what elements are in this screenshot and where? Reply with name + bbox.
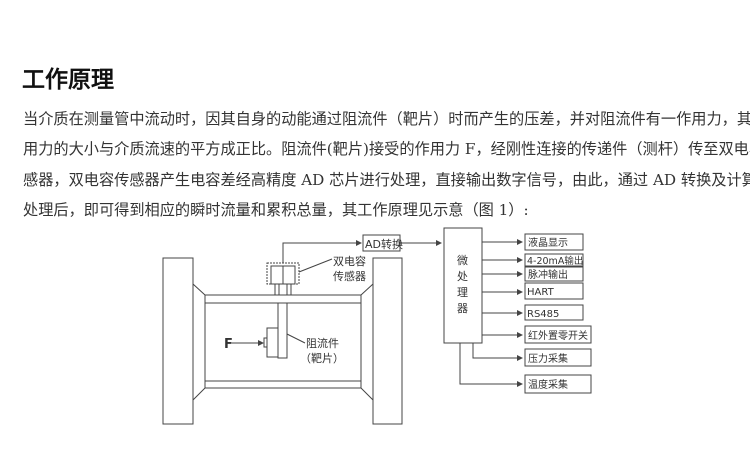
description-paragraph: 当介质在测量管中流动时，因其自身的动能通过阻流件（靶片）时而产生的压差，并对阻流… — [23, 104, 750, 226]
paragraph-line: 用力的大小与介质流速的平方成正比。阻流件(靶片)接受的作用力 F，经刚性连接的传… — [23, 140, 750, 159]
output-boxes: 液晶显示 4-20mA输出 脉冲输出 HART RS485 红外置零开关 — [482, 233, 592, 344]
processor-char: 理 — [457, 286, 468, 299]
processor-char: 微 — [457, 253, 468, 267]
output-label: HART — [527, 287, 555, 298]
input-boxes: 压力采集 温度采集 — [459, 343, 592, 394]
output-label: 脉冲输出 — [528, 268, 568, 281]
target-plate — [263, 302, 288, 359]
left-flange — [162, 257, 194, 425]
force-label: F — [224, 337, 233, 352]
processor-char: 处 — [457, 270, 468, 283]
sensor-label: 传感器 — [333, 270, 366, 283]
microprocessor-box — [443, 227, 483, 344]
input-label: 压力采集 — [528, 352, 568, 365]
dual-capacitance-sensor — [266, 262, 300, 295]
input-label: 温度采集 — [528, 378, 568, 391]
paragraph-line: 当介质在测量管中流动时，因其自身的动能通过阻流件（靶片）时而产生的压差，并对阻流… — [23, 110, 750, 128]
output-label: RS485 — [527, 309, 559, 320]
ad-converter-label: AD转换 — [365, 237, 403, 251]
output-label: 红外置零开关 — [528, 329, 588, 342]
output-label: 液晶显示 — [528, 236, 568, 249]
paragraph-line: 感器，双电容传感器产生电容差经高精度 AD 芯片进行处理，直接输出数字信号，由此… — [23, 170, 750, 189]
output-label: 4-20mA输出 — [527, 255, 583, 267]
sensor-label: 双电容 — [333, 254, 366, 268]
right-flange — [372, 257, 403, 425]
microprocessor-label: 微 处 理 器 — [457, 253, 468, 315]
section-title: 工作原理 — [22, 67, 114, 93]
paragraph-line: 处理后，即可得到相应的瞬时流量和累积总量，其工作原理见示意（图 1）: — [23, 201, 529, 220]
processor-char: 器 — [457, 302, 468, 315]
target-label: （靶片） — [300, 352, 344, 365]
target-label: 阻流件 — [306, 336, 339, 350]
